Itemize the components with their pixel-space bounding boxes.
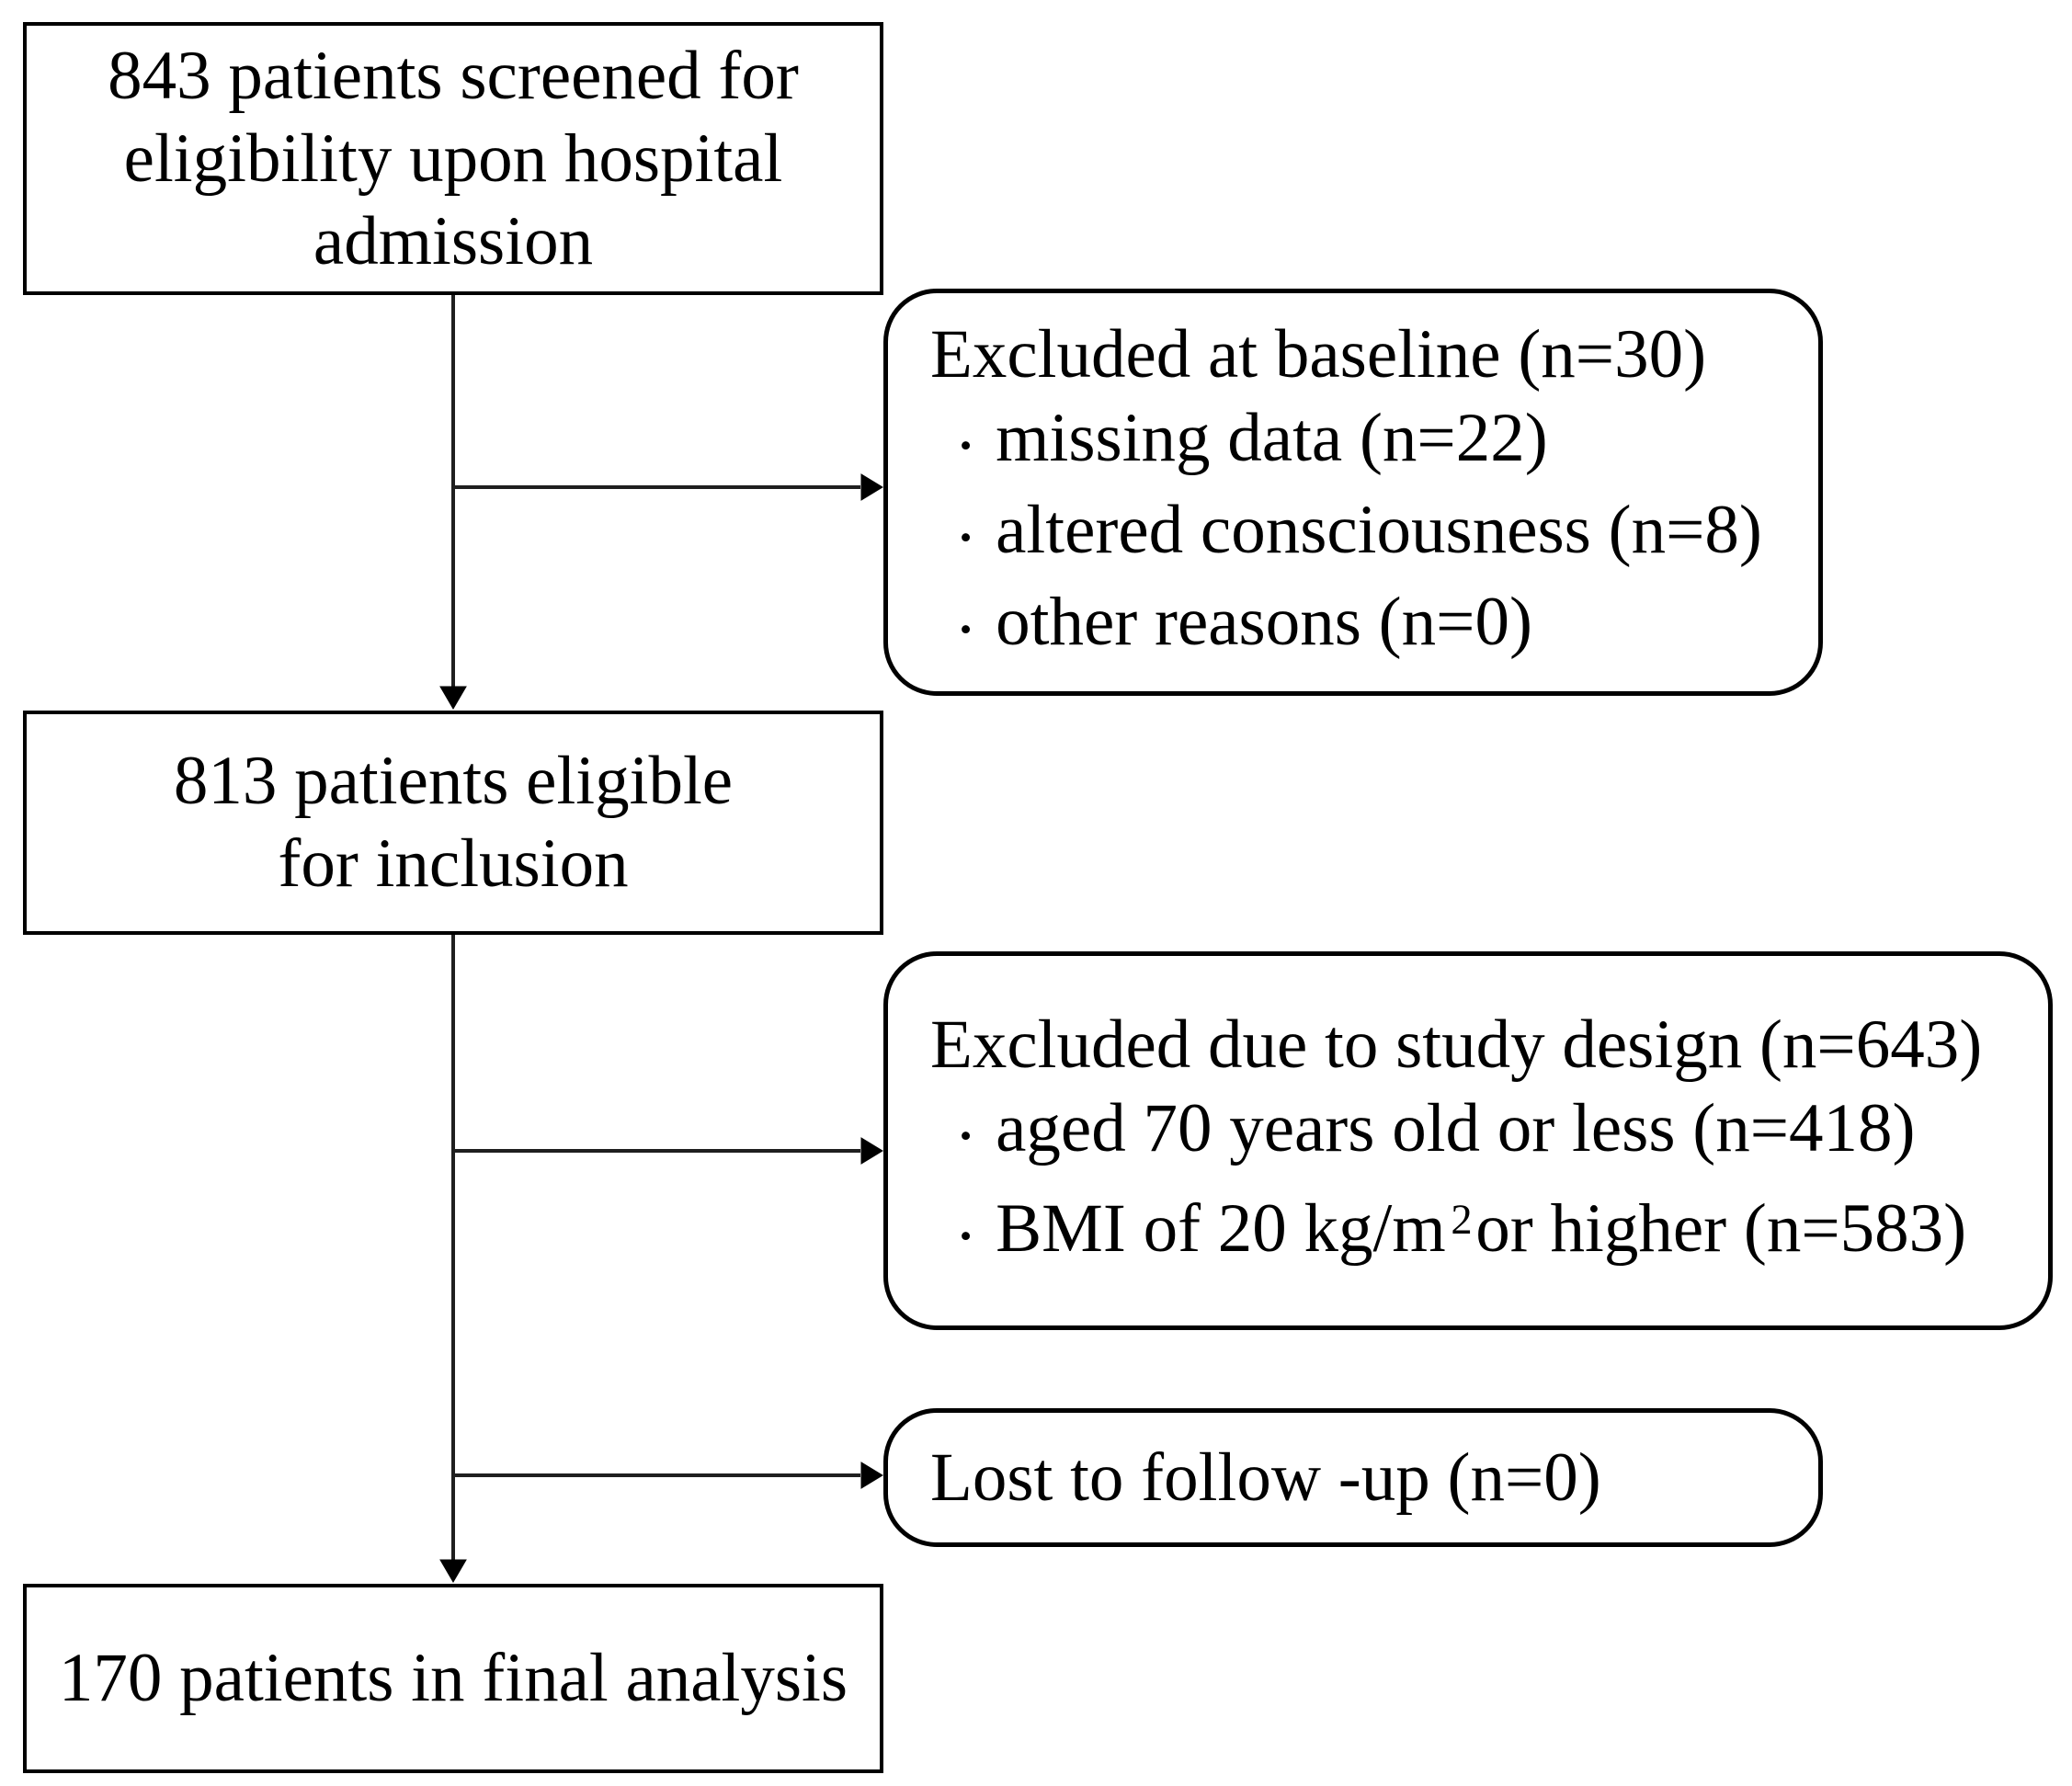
box-eligible-line: 813 patients eligible (173, 743, 734, 819)
bullet-text-post: or higher (n=583) (1475, 1190, 1967, 1268)
arrow-down-icon (439, 686, 467, 710)
arrow-down-icon (439, 1559, 467, 1583)
box-final-analysis: 170 patients in final analysis (23, 1584, 883, 1773)
bullet-item: • missing data (n=22) (930, 396, 1800, 488)
bullet-icon: • (960, 1117, 973, 1155)
box-screened-line: 843 patients screened for (108, 37, 799, 114)
bullet-icon: • (960, 610, 973, 649)
bullet-text: missing data (n=22) (996, 400, 1548, 477)
arrow-right-icon (860, 1462, 883, 1489)
box-screened-line: admission (313, 202, 594, 279)
box-eligible: 813 patients eligible for inclusion (23, 711, 883, 935)
box-excluded-baseline: Excluded at baseline (n=30) • missing dat… (883, 289, 1823, 696)
bullet-item: • altered consciousness (n=8) (930, 488, 1800, 580)
box-screened-line: eligibility upon hospital (123, 119, 783, 197)
bullet-icon: • (960, 518, 973, 557)
bullet-text-pre: BMI of 20 kg/m (996, 1190, 1446, 1268)
bullet-icon: • (960, 427, 973, 466)
arrow-right-icon (860, 473, 883, 501)
box-screened: 843 patients screened for eligibility up… (23, 22, 883, 295)
bullet-text: aged 70 years old or less (n=418) (996, 1089, 1916, 1166)
bullet-item: • aged 70 years old or less (n=418) (930, 1086, 2030, 1178)
bullet-text: other reasons (n=0) (996, 583, 1532, 660)
box-final-line: 170 patients in final analysis (58, 1640, 848, 1716)
box-eligible-line: for inclusion (278, 825, 629, 902)
excluded-design-title: Excluded due to study design (n=643) (930, 1006, 1983, 1083)
excluded-baseline-title: Excluded at baseline (n=30) (930, 316, 1707, 393)
lost-to-follow-up-text: Lost to follow -up (n=0) (930, 1439, 1601, 1516)
box-lost-to-follow-up: Lost to follow -up (n=0) (883, 1408, 1823, 1547)
bullet-text: altered consciousness (n=8) (996, 492, 1762, 569)
superscript-2: 2 (1451, 1196, 1473, 1244)
bullet-icon: • (960, 1218, 973, 1257)
arrow-right-icon (860, 1137, 883, 1165)
bullet-item: • other reasons (n=0) (930, 580, 1800, 672)
box-excluded-design: Excluded due to study design (n=643) • ag… (883, 951, 2053, 1330)
